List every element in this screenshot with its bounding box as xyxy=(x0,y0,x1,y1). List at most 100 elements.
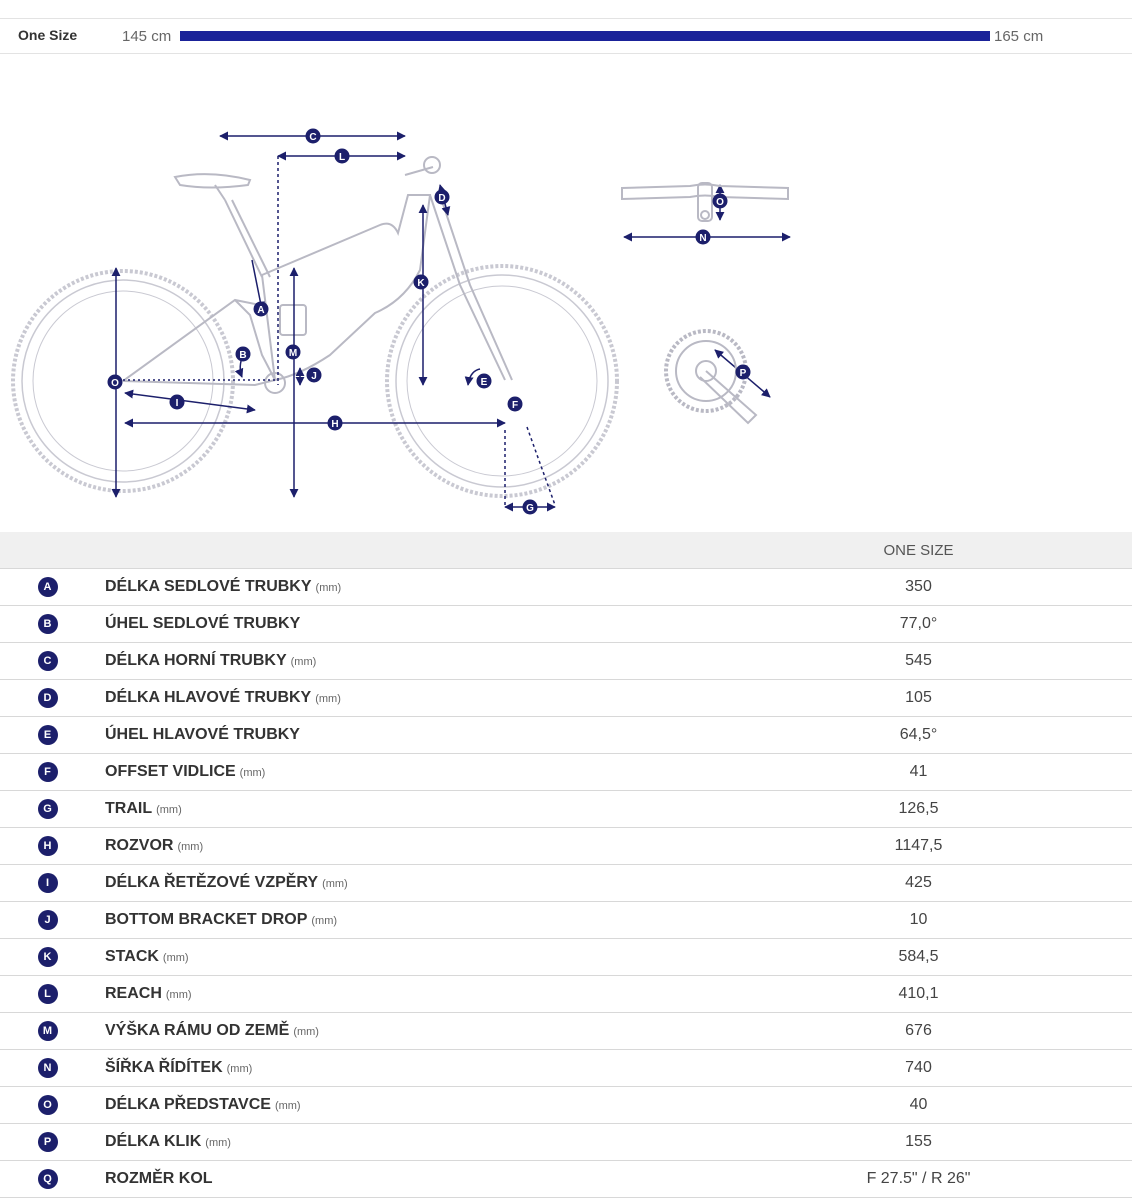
measurement-label-cell: ROZVOR(mm) xyxy=(95,827,705,865)
measurement-unit: (mm) xyxy=(226,1063,253,1075)
measurement-label-cell: VÝŠKA RÁMU OD ZEMĚ(mm) xyxy=(95,1012,705,1050)
letter-badge: N xyxy=(37,1058,58,1078)
measurement-unit: (mm) xyxy=(165,989,192,1001)
size-selector[interactable]: One Size 145 cm 165 cm xyxy=(0,18,1132,54)
letter-badge: D xyxy=(37,688,58,708)
measurement-value: 584,5 xyxy=(705,938,1132,976)
letter-cell: L xyxy=(0,975,95,1013)
label-j: J xyxy=(311,371,317,382)
measurement-label: DÉLKA PŘEDSTAVCE xyxy=(105,1096,271,1113)
letter-badge: J xyxy=(37,910,58,930)
letter-badge: B xyxy=(37,614,58,634)
letter-badge: K xyxy=(37,947,58,967)
header-empty xyxy=(0,532,95,569)
measurement-label: VÝŠKA RÁMU OD ZEMĚ xyxy=(105,1022,290,1039)
measurement-label: BOTTOM BRACKET DROP xyxy=(105,911,308,928)
measurement-label: OFFSET VIDLICE xyxy=(105,763,236,780)
table-row: L REACH(mm) 410,1 xyxy=(0,975,1132,1013)
measurement-label-cell: DÉLKA ŘETĚZOVÉ VZPĚRY(mm) xyxy=(95,864,705,902)
bike-geometry-diagram: C L D K A M B O J E F I H G O N P xyxy=(11,128,791,515)
measurement-label-cell: ÚHEL SEDLOVÉ TRUBKY xyxy=(95,605,705,643)
label-c: C xyxy=(309,132,316,143)
measurement-label: TRAIL xyxy=(105,800,153,817)
measurement-label-cell: ROZMĚR KOL xyxy=(95,1160,705,1198)
measurement-label: DÉLKA HLAVOVÉ TRUBKY xyxy=(105,689,312,706)
letter-badge: C xyxy=(37,651,58,671)
measurement-label-cell: DÉLKA KLIK(mm) xyxy=(95,1123,705,1161)
measurement-label-cell: TRAIL(mm) xyxy=(95,790,705,828)
measurement-label-cell: BOTTOM BRACKET DROP(mm) xyxy=(95,901,705,939)
measurement-value: 126,5 xyxy=(705,790,1132,828)
label-f: F xyxy=(512,400,518,411)
measurement-value: 740 xyxy=(705,1049,1132,1087)
header-empty-label xyxy=(95,532,705,569)
label-o-diagram: O xyxy=(111,378,119,389)
letter-cell: O xyxy=(0,1086,95,1124)
size-name: One Size xyxy=(18,27,78,43)
measurement-label-cell: ŠÍŘKA ŘÍDÍTEK(mm) xyxy=(95,1049,705,1087)
measurement-label: ŠÍŘKA ŘÍDÍTEK xyxy=(105,1059,223,1076)
letter-cell: K xyxy=(0,938,95,976)
measurement-label-cell: DÉLKA SEDLOVÉ TRUBKY(mm) xyxy=(95,568,705,606)
measurement-label: DÉLKA HORNÍ TRUBKY xyxy=(105,652,287,669)
letter-cell: G xyxy=(0,790,95,828)
table-row: M VÝŠKA RÁMU OD ZEMĚ(mm)676 xyxy=(0,1012,1132,1050)
letter-cell: Q xyxy=(0,1160,95,1198)
letter-cell: N xyxy=(0,1049,95,1087)
measurement-label: ROZMĚR KOL xyxy=(105,1170,213,1187)
label-g: G xyxy=(526,503,534,514)
measurement-value: 1147,5 xyxy=(705,827,1132,865)
letter-cell: M xyxy=(0,1012,95,1050)
measurement-unit: (mm) xyxy=(322,878,348,890)
letter-badge: M xyxy=(37,1021,58,1041)
measurement-label-cell: OFFSET VIDLICE(mm) xyxy=(95,753,705,791)
letter-badge: O xyxy=(37,1095,58,1115)
measurement-label-cell: ÚHEL HLAVOVÉ TRUBKY xyxy=(95,716,705,754)
measurement-label-cell: DÉLKA PŘEDSTAVCE(mm) xyxy=(95,1086,705,1124)
letter-cell: I xyxy=(0,864,95,902)
measurement-unit: (mm) xyxy=(311,915,338,927)
size-min-label: 145 cm xyxy=(122,28,172,45)
label-o-stem: O xyxy=(716,197,724,208)
letter-cell: A xyxy=(0,568,95,606)
table-row: K STACK(mm)584,5 xyxy=(0,938,1132,976)
label-l: L xyxy=(339,152,345,163)
column-header-one-size: ONE SIZE xyxy=(705,532,1132,569)
measurement-value: 676 xyxy=(705,1012,1132,1050)
measurement-label: REACH xyxy=(105,985,162,1002)
measurement-unit: (mm) xyxy=(162,952,189,964)
label-i: I xyxy=(176,398,179,409)
measurement-label: ÚHEL SEDLOVÉ TRUBKY xyxy=(105,615,301,632)
measurement-unit: (mm) xyxy=(156,804,182,816)
measurement-label-cell: STACK(mm) xyxy=(95,938,705,976)
letter-cell: E xyxy=(0,716,95,754)
measurement-value: 77,0° xyxy=(705,605,1132,643)
letter-badge: E xyxy=(37,725,58,745)
label-b: B xyxy=(239,350,246,361)
measurement-value: 155 xyxy=(705,1123,1132,1161)
measurement-value: 545 xyxy=(705,642,1132,680)
letter-badge: Q xyxy=(37,1169,58,1189)
measurement-unit: (mm) xyxy=(315,582,342,594)
measurement-unit: (mm) xyxy=(239,767,266,779)
measurement-label: DÉLKA KLIK xyxy=(105,1133,202,1150)
measurement-label: ROZVOR xyxy=(105,837,174,854)
measurement-unit: (mm) xyxy=(177,841,204,853)
label-e: E xyxy=(481,377,488,388)
measurement-value: 105 xyxy=(705,679,1132,717)
measurement-label: DÉLKA SEDLOVÉ TRUBKY xyxy=(105,578,312,595)
label-d: D xyxy=(438,193,445,204)
letter-cell: H xyxy=(0,827,95,865)
table-header-row: ONE SIZE xyxy=(0,532,1132,569)
measurement-value: 350 xyxy=(705,568,1132,606)
measurement-value: 410,1 xyxy=(705,975,1132,1013)
label-k: K xyxy=(417,278,425,289)
measurement-unit: (mm) xyxy=(290,656,317,668)
